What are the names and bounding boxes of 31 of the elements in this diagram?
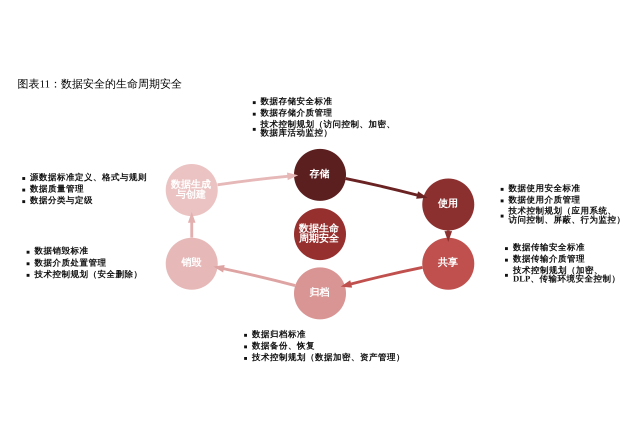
- node-circle: 共享: [422, 237, 474, 290]
- node-label: 数据质量管理: [30, 183, 84, 194]
- node-label: 数据存储安全标准: [260, 96, 333, 106]
- node-label: 数据备份、恢复: [252, 340, 316, 350]
- node-circle: 销毁: [166, 237, 218, 290]
- node-label: 技术控制规划（应用系统、访问控制、屏蔽、行为监控）: [508, 205, 626, 224]
- arrow: [213, 264, 296, 286]
- node-label: 数据使用安全标准: [508, 182, 581, 192]
- arrow: [188, 211, 196, 238]
- node-label: 数据分类与定级: [30, 194, 94, 205]
- node-label: 技术控制规划（数据加密、资产管理）: [252, 351, 406, 362]
- node-circle: 数据生命周期安全: [294, 208, 346, 260]
- node-circle: 使用: [422, 178, 474, 230]
- node-label: 数据销毁标准: [34, 245, 89, 256]
- node-label: 数据使用介质管理: [508, 194, 581, 204]
- node-label: 源数据标准定义、格式与规则: [30, 172, 148, 182]
- node-label: 技术控制规划（加密、DLP、传输环境安全控制）: [512, 264, 620, 284]
- arrow: [340, 266, 423, 288]
- node-label: 数据存储介质管理: [260, 107, 333, 118]
- arrow: [217, 172, 298, 186]
- node-circle: 存储: [294, 148, 346, 200]
- diagram-title: 图表11：数据安全的生命周期安全: [18, 78, 182, 90]
- node-label: 数据传输介质管理: [512, 253, 585, 264]
- arrow: [345, 176, 428, 198]
- node-label: 技术控制规划（访问控制、加密、数据库活动监控）: [260, 118, 396, 138]
- node-label: 数据归档标准: [252, 328, 306, 338]
- node-label: 技术控制规划（安全删除）: [34, 268, 143, 278]
- node-circle: 归档: [294, 266, 346, 319]
- node-label: 数据传输安全标准: [512, 242, 585, 252]
- node-circle: 数据生成与创建: [166, 164, 218, 216]
- node-label: 数据介质处置管理: [34, 256, 107, 267]
